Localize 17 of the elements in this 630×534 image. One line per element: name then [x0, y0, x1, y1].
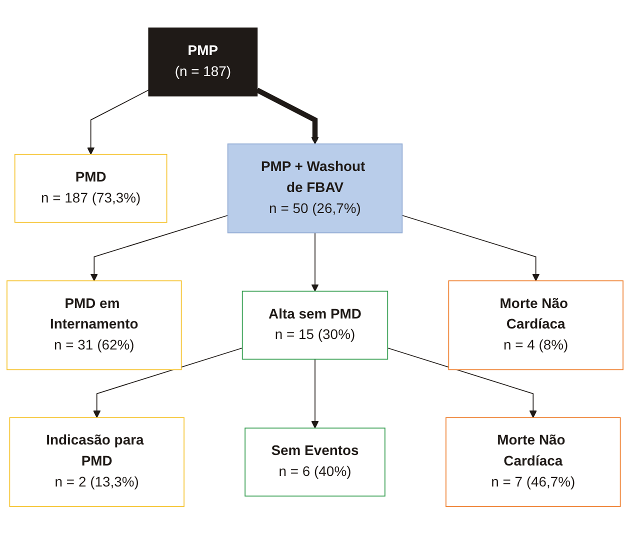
- arrow: [311, 232, 319, 292]
- node-box: Morte Não Cardíaca n = 7 (46,7%): [446, 416, 621, 507]
- arrow: [87, 89, 150, 154]
- node-box: PMD n = 187 (73,3%): [14, 154, 168, 223]
- arrow: [311, 358, 319, 428]
- node-box: Morte Não Cardíaca n = 4 (8%): [448, 280, 624, 370]
- node-box: PMD em Internamento n = 31 (62%): [6, 280, 182, 370]
- arrow: [402, 214, 540, 281]
- arrow: [90, 214, 228, 281]
- node-box: PMP (n = 187): [148, 27, 258, 96]
- node-box: Alta sem PMD n = 15 (30%): [242, 290, 388, 360]
- arrow: [93, 347, 243, 418]
- node-box: PMP + Washout de FBAV n = 50 (26,7%): [227, 143, 403, 233]
- arrow: [256, 87, 319, 144]
- node-box: Sem Eventos n = 6 (40%): [244, 427, 386, 496]
- arrow: [387, 347, 537, 418]
- node-box: Indicasão para PMD n = 2 (13,3%): [9, 416, 184, 507]
